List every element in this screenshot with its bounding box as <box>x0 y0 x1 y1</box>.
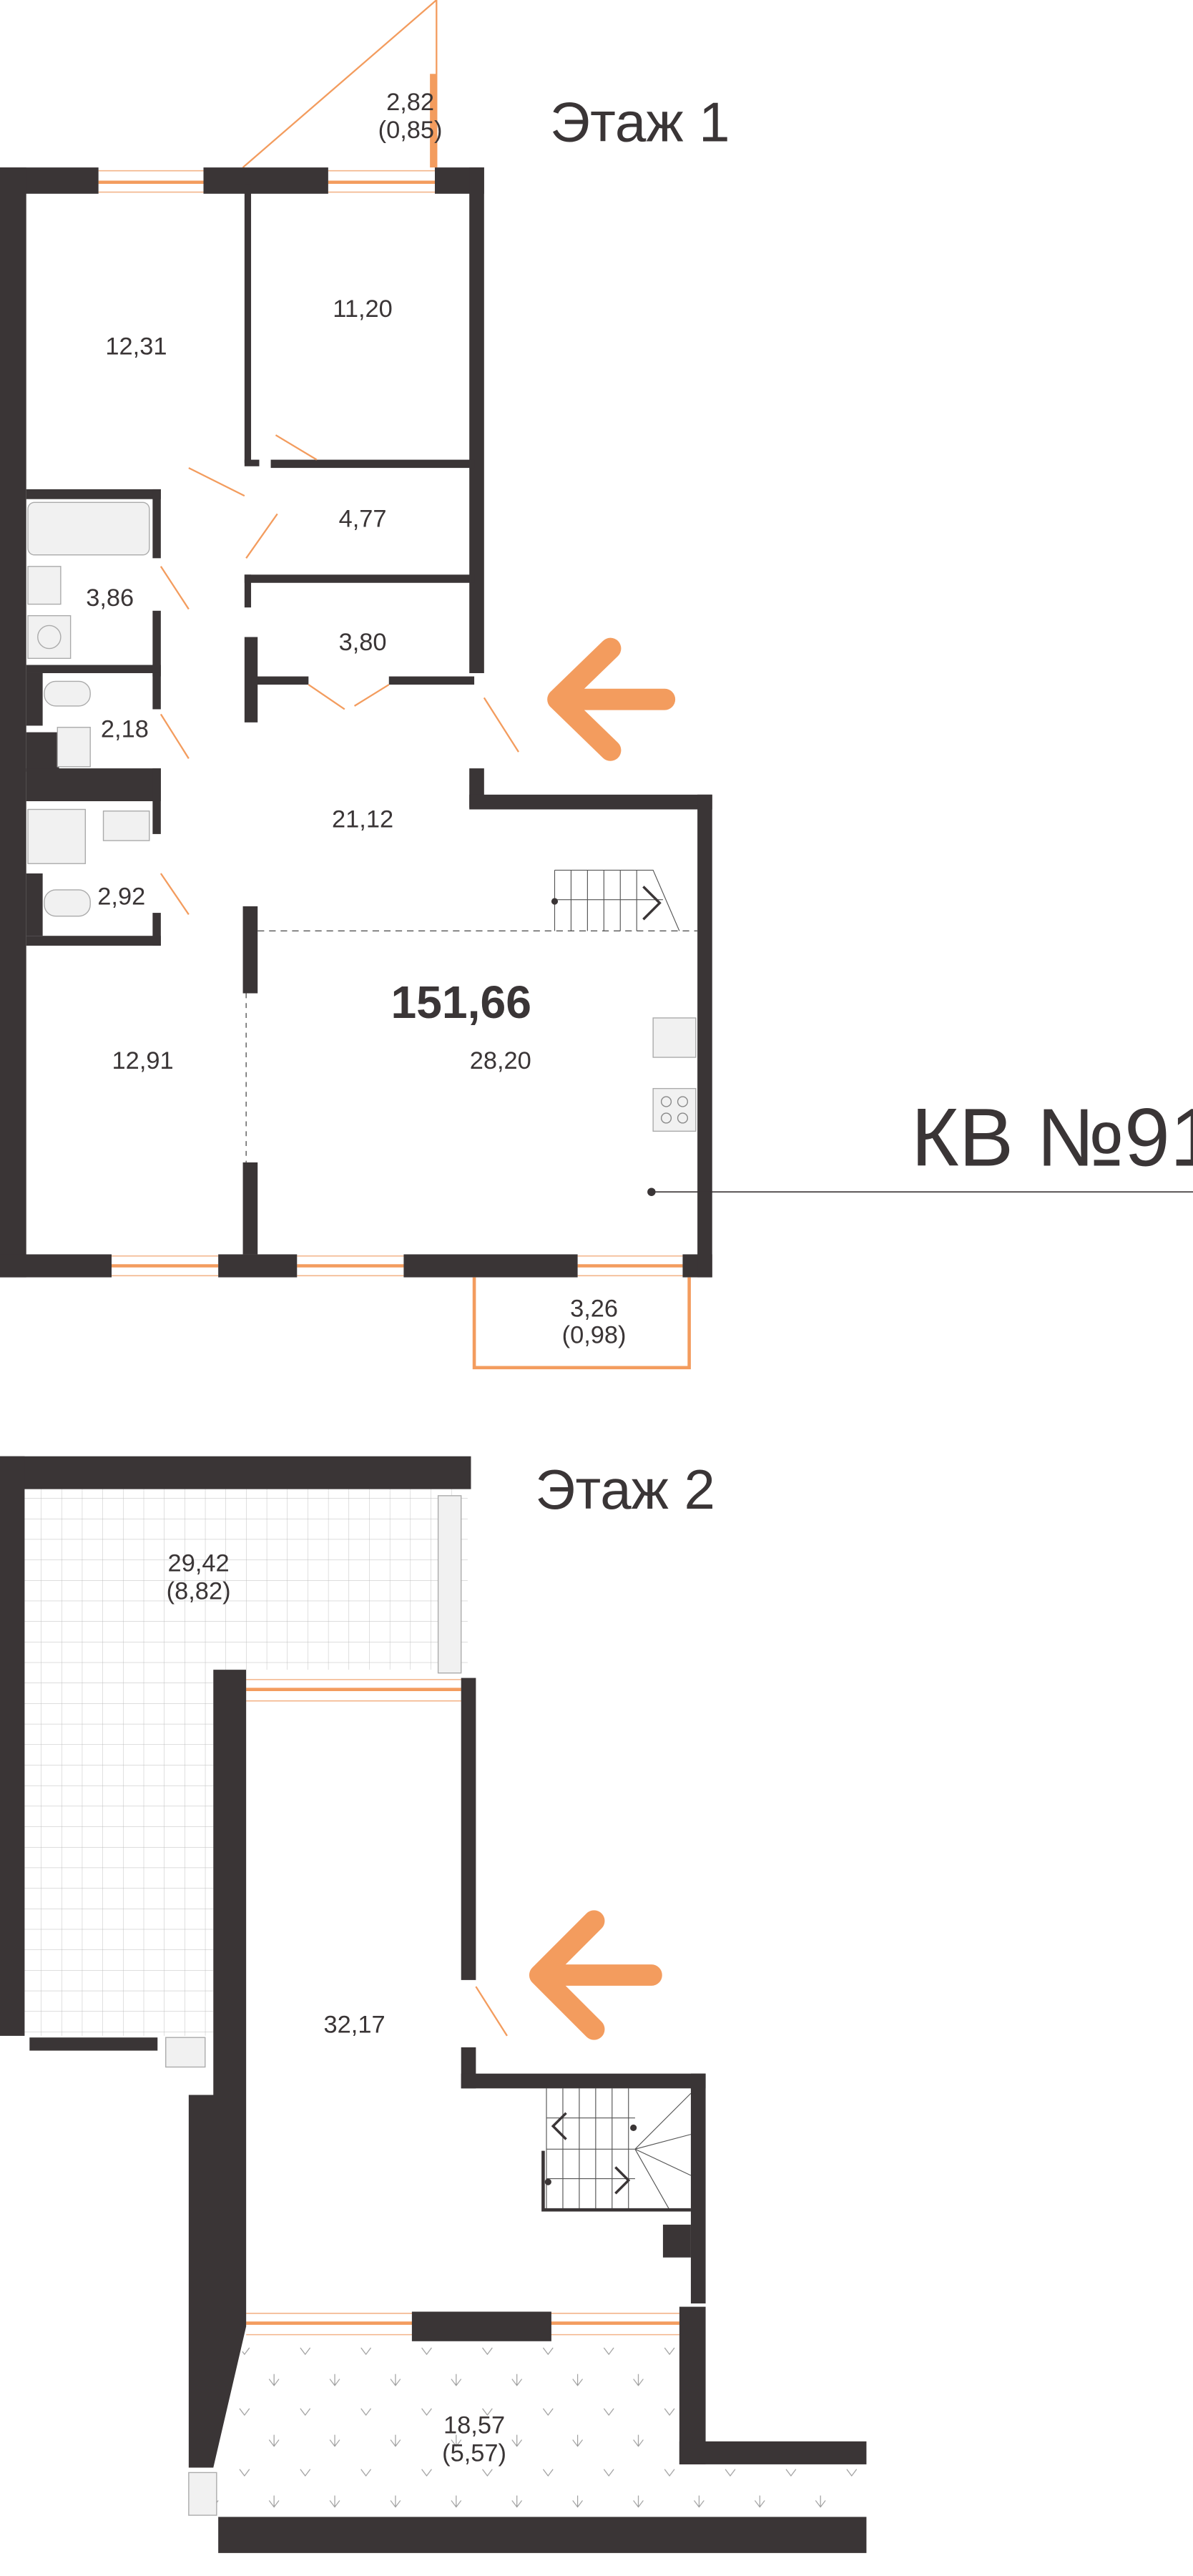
room-area-bedroom-bottom: 12,91 <box>112 1047 174 1074</box>
sink-icon <box>102 810 150 841</box>
staircase-icon <box>551 869 680 931</box>
shower-icon <box>27 808 86 864</box>
floor-1: Этаж 1 2,82 (0,85) <box>0 0 1193 1370</box>
kitchen-sink-icon <box>652 1017 697 1058</box>
terrace-area: 29,42 <box>168 1549 230 1577</box>
room-area-kitchen-living: 28,20 <box>470 1047 531 1074</box>
room-area-wardrobe: 3,80 <box>339 629 387 656</box>
room-area-storage: 4,77 <box>339 506 387 533</box>
toilet-icon <box>44 889 91 917</box>
windows-floor-1 <box>98 170 683 1277</box>
room-area-hall: 21,12 <box>332 806 393 833</box>
room-area-hall-2: 32,17 <box>324 2011 386 2038</box>
total-area: 151,66 <box>391 976 531 1028</box>
sink-icon <box>27 566 62 605</box>
terrace-reduced: (8,82) <box>167 1577 231 1605</box>
balcony-bottom-reduced: (0,98) <box>562 1321 627 1348</box>
balcony-bottom: 3,26 (0,98) <box>472 1277 691 1370</box>
apartment-label: КВ №91 <box>647 1092 1193 1196</box>
drain-icon <box>165 2037 206 2068</box>
drain-icon <box>188 2472 217 2516</box>
floor-2-title: Этаж 2 <box>535 1458 715 1521</box>
arrow-left-icon <box>529 1910 662 2040</box>
balcony-top-area: 2,82 <box>386 89 434 116</box>
room-area-bedroom-left: 12,31 <box>105 333 167 361</box>
bathtub-icon <box>27 501 150 556</box>
staircase-icon <box>541 2088 692 2212</box>
room-area-bedroom-right: 11,20 <box>333 295 393 323</box>
walls-floor-1 <box>0 167 712 1278</box>
arrow-left-icon <box>547 637 676 761</box>
apartment-number: КВ №91 <box>911 1092 1193 1183</box>
sink-icon <box>57 727 91 768</box>
room-area-wc: 2,18 <box>101 715 149 743</box>
floor-1-title: Этаж 1 <box>550 90 730 153</box>
balcony-top-reduced: (0,85) <box>378 117 443 144</box>
doors-floor-1 <box>159 434 519 916</box>
stove-icon <box>652 1087 697 1132</box>
balcony-bottom-area: 3,26 <box>570 1296 618 1323</box>
terrace-bottom-reduced: (5,57) <box>442 2439 506 2467</box>
toilet-icon <box>44 680 91 707</box>
walls-floor-2 <box>0 1456 867 2553</box>
terrace-tiles <box>24 1489 468 2036</box>
balcony-top: 2,82 (0,85) <box>242 0 443 168</box>
terrace-bottom-area: 18,57 <box>443 2411 505 2439</box>
washing-machine-icon <box>27 614 72 660</box>
fixtures-floor-1 <box>27 501 697 1132</box>
room-area-bathroom: 3,86 <box>86 584 134 612</box>
terrace-bottom-floor <box>213 2336 867 2517</box>
floor-2: Этаж 2 <box>0 1456 867 2553</box>
room-area-shower: 2,92 <box>97 883 145 911</box>
